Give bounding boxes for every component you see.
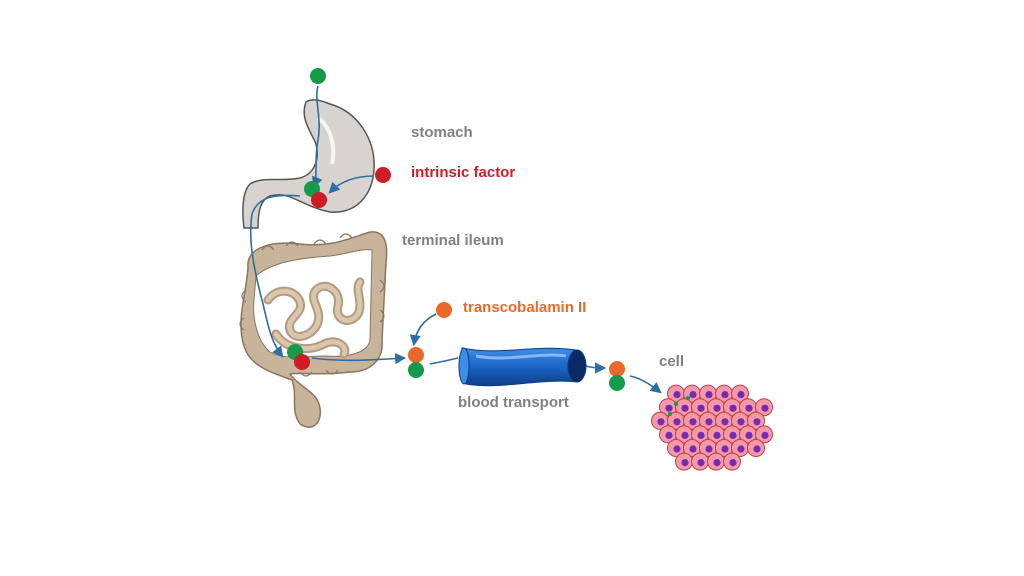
molecules <box>287 68 625 391</box>
cell-nucleus <box>745 404 753 412</box>
cell-nucleus <box>689 418 697 426</box>
stomach-label: stomach <box>411 124 473 141</box>
b12-in-cell <box>686 396 690 400</box>
cell-nucleus <box>689 391 697 399</box>
cell-nucleus <box>697 404 705 412</box>
cell-nucleus <box>705 391 713 399</box>
cell-nucleus <box>729 459 737 467</box>
cell-nucleus <box>745 431 753 439</box>
intrinsic-factor-label: intrinsic factor <box>411 164 516 181</box>
b12-in-cell <box>674 402 678 406</box>
stomach-organ <box>242 99 375 229</box>
b12-molecule <box>408 362 424 378</box>
cell-nucleus <box>705 445 713 453</box>
b12-in-cell <box>668 412 672 416</box>
cell-nucleus <box>761 431 769 439</box>
cell-nucleus <box>689 445 697 453</box>
cell-nucleus <box>665 404 673 412</box>
cell-nucleus <box>681 431 689 439</box>
cell-nucleus <box>737 391 745 399</box>
transport-arrows <box>249 85 662 394</box>
cell-nucleus <box>681 404 689 412</box>
b12-molecule <box>310 68 326 84</box>
cell-nucleus <box>729 431 737 439</box>
cell-nucleus <box>657 418 665 426</box>
cell-nucleus <box>721 445 729 453</box>
cell-nucleus <box>681 459 689 467</box>
transcobalamin-molecule <box>408 347 424 363</box>
cell-nucleus <box>753 418 761 426</box>
cell-nucleus <box>705 418 713 426</box>
intrinsic-factor-molecule <box>311 192 327 208</box>
intrinsic-factor-molecule <box>375 167 391 183</box>
cell-nucleus <box>673 445 681 453</box>
cell-nucleus <box>713 459 721 467</box>
small-intestine <box>263 277 365 359</box>
cell-nucleus <box>673 391 681 399</box>
blood-transport-label: blood transport <box>458 394 569 411</box>
terminal-ileum-label: terminal ileum <box>402 232 504 249</box>
transcobalamin-molecule <box>436 302 452 318</box>
cell-nucleus <box>721 391 729 399</box>
cell-nucleus <box>713 431 721 439</box>
cell-nucleus <box>697 431 705 439</box>
blood-vessel <box>458 347 587 387</box>
transcobalamin-molecule <box>609 361 625 377</box>
cell-nucleus <box>729 404 737 412</box>
transcobalamin-label: transcobalamin II <box>463 299 587 316</box>
cell-nucleus <box>665 431 673 439</box>
cell-cluster <box>651 384 773 471</box>
cell-nucleus <box>713 404 721 412</box>
cell-nucleus <box>737 418 745 426</box>
b12-molecule <box>609 375 625 391</box>
cell-nucleus <box>737 445 745 453</box>
cell-nucleus <box>753 445 761 453</box>
cell-nucleus <box>673 418 681 426</box>
cell-label: cell <box>659 353 685 370</box>
intrinsic-factor-molecule <box>294 354 310 370</box>
cell-nucleus <box>697 459 705 467</box>
cell-nucleus <box>721 418 729 426</box>
cell-nucleus <box>761 404 769 412</box>
